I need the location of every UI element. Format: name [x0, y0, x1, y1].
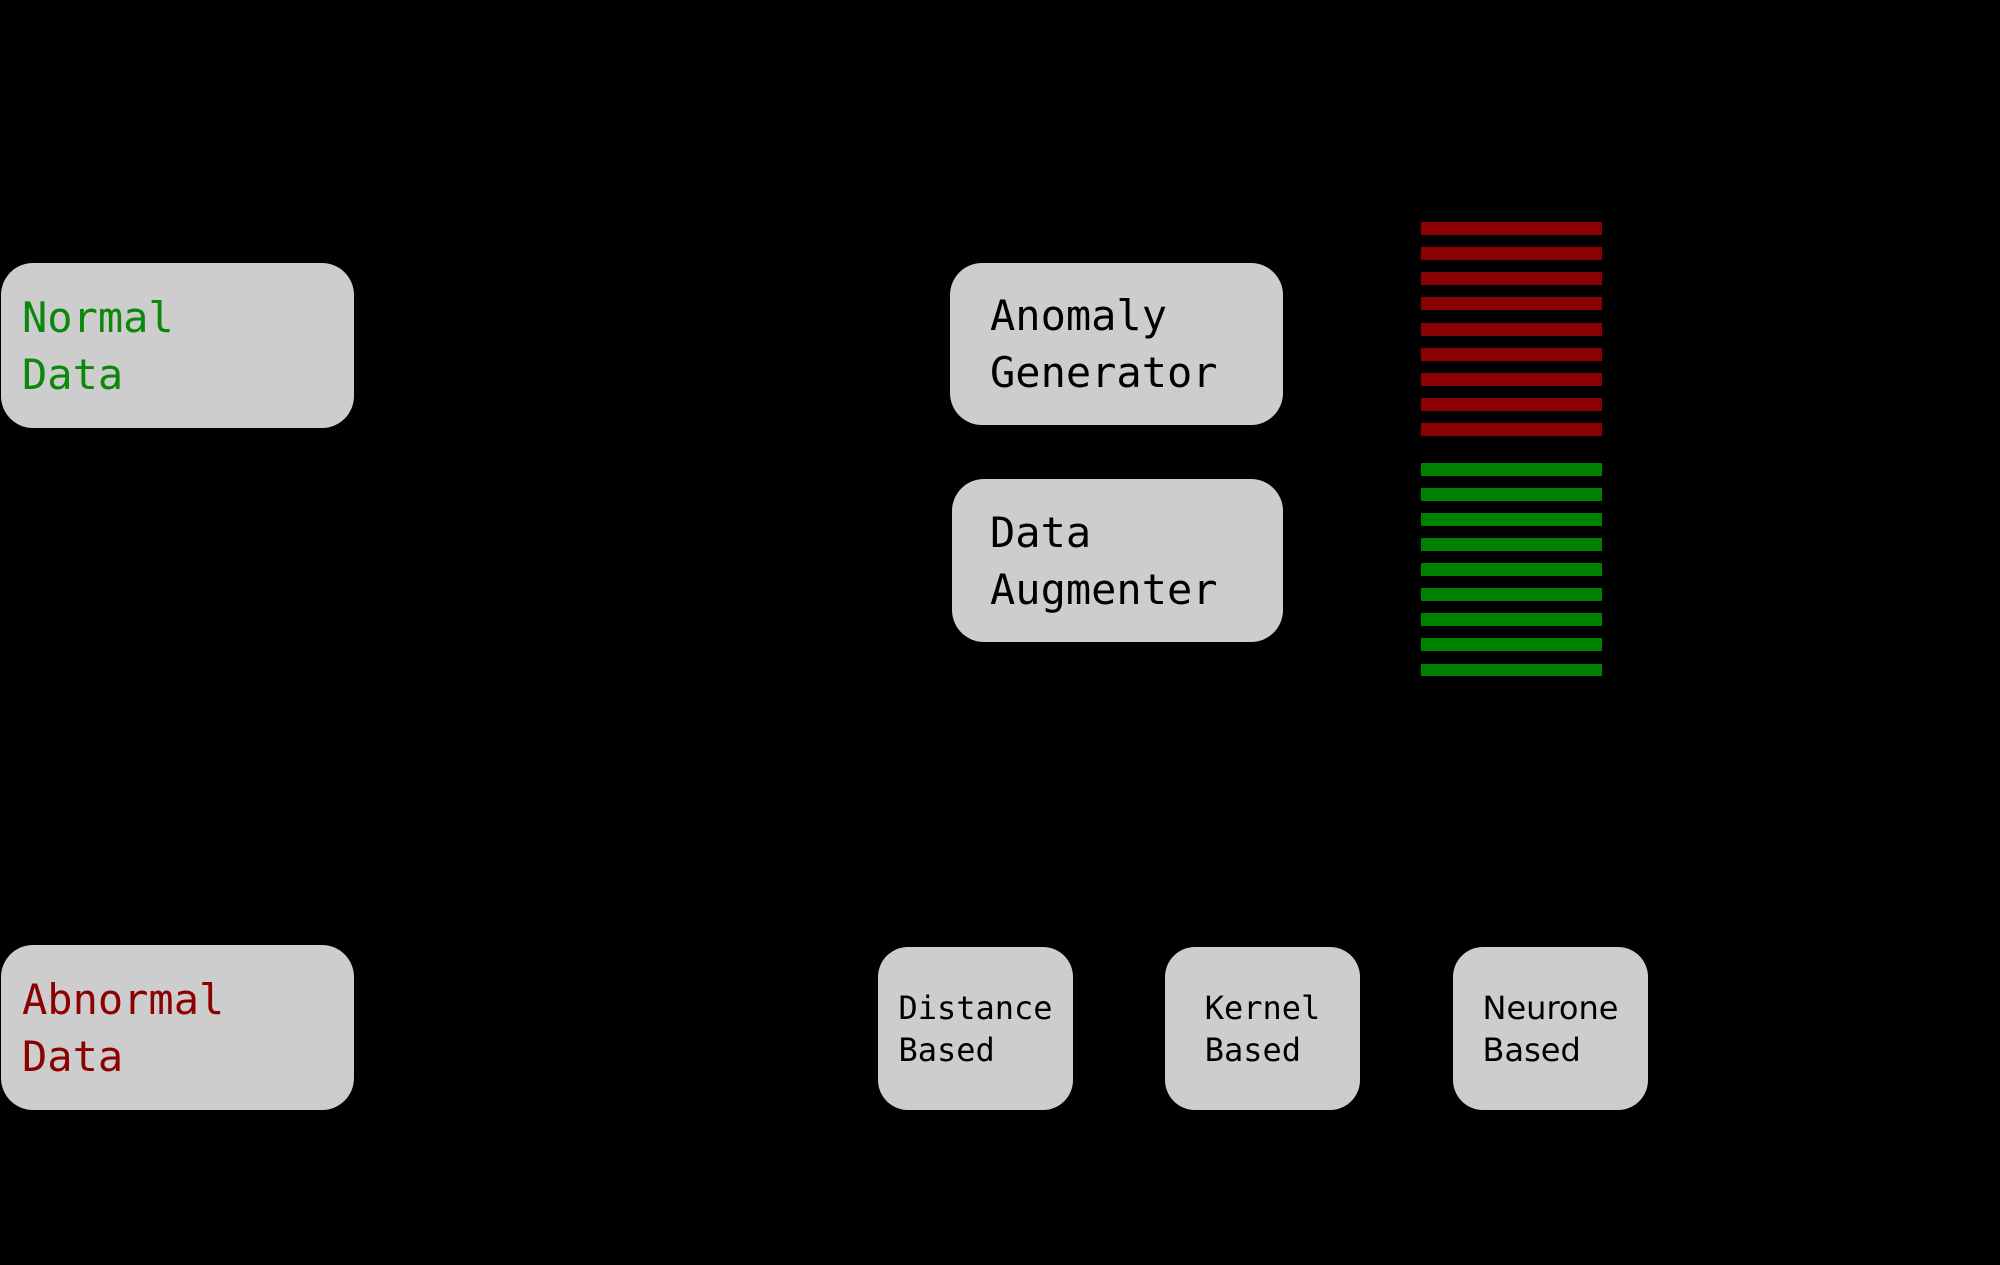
normal-data-line2: Data: [22, 349, 124, 399]
abnormal-data-label: Abnormal Data: [22, 971, 224, 1085]
stripe: [1421, 588, 1602, 601]
abnormal-data-box: Abnormal Data: [1, 945, 354, 1110]
normal-data-line1: Normal: [22, 292, 174, 342]
stripe: [1421, 538, 1602, 551]
stripe: [1421, 563, 1602, 576]
stripe: [1421, 372, 1602, 386]
stripe: [1421, 222, 1602, 235]
distance-based-line1: Distance: [898, 988, 1053, 1027]
stripe: [1421, 347, 1602, 361]
kernel-based-line1: Kernel: [1204, 988, 1321, 1027]
data-augmenter-box: Data Augmenter: [952, 479, 1283, 642]
stripe: [1421, 663, 1602, 676]
stripe: [1421, 513, 1602, 526]
data-augmenter-line2: Augmenter: [990, 564, 1218, 614]
anomaly-generator-line2: Generator: [990, 348, 1218, 397]
stripe: [1421, 247, 1602, 261]
distance-based-box: Distance Based: [878, 947, 1073, 1110]
neurone-based-line2: Based: [1482, 1030, 1581, 1069]
neurone-based-label: Neurone Based: [1483, 987, 1619, 1071]
distance-based-line2: Based: [898, 1030, 995, 1069]
stripe: [1421, 488, 1602, 501]
abnormal-data-line1: Abnormal: [22, 974, 225, 1024]
stripe: [1421, 423, 1602, 436]
data-augmenter-line1: Data: [990, 507, 1092, 557]
distance-based-label: Distance Based: [898, 987, 1052, 1071]
anomaly-generator-box: Anomaly Generator: [950, 263, 1283, 425]
data-augmenter-label: Data Augmenter: [990, 504, 1218, 618]
stripe: [1421, 272, 1602, 286]
neurone-based-line1: Neurone: [1482, 988, 1619, 1027]
anomaly-generator-label: Anomaly Generator: [990, 287, 1218, 401]
neurone-based-box: Neurone Based: [1453, 947, 1648, 1110]
stripe: [1421, 613, 1602, 626]
stripe: [1421, 463, 1602, 476]
stripe: [1421, 397, 1602, 411]
kernel-based-box: Kernel Based: [1165, 947, 1360, 1110]
kernel-based-line2: Based: [1204, 1030, 1302, 1069]
normal-sample-stripes: [1421, 463, 1602, 676]
anomaly-generator-line1: Anomaly: [990, 291, 1168, 340]
normal-data-label: Normal Data: [22, 289, 174, 403]
stripe: [1421, 638, 1602, 651]
kernel-based-label: Kernel Based: [1205, 987, 1321, 1071]
abnormal-sample-stripes: [1421, 222, 1602, 436]
normal-data-box: Normal Data: [1, 263, 354, 428]
stripe: [1421, 322, 1602, 336]
abnormal-data-line2: Data: [22, 1031, 124, 1081]
stripe: [1421, 297, 1602, 311]
